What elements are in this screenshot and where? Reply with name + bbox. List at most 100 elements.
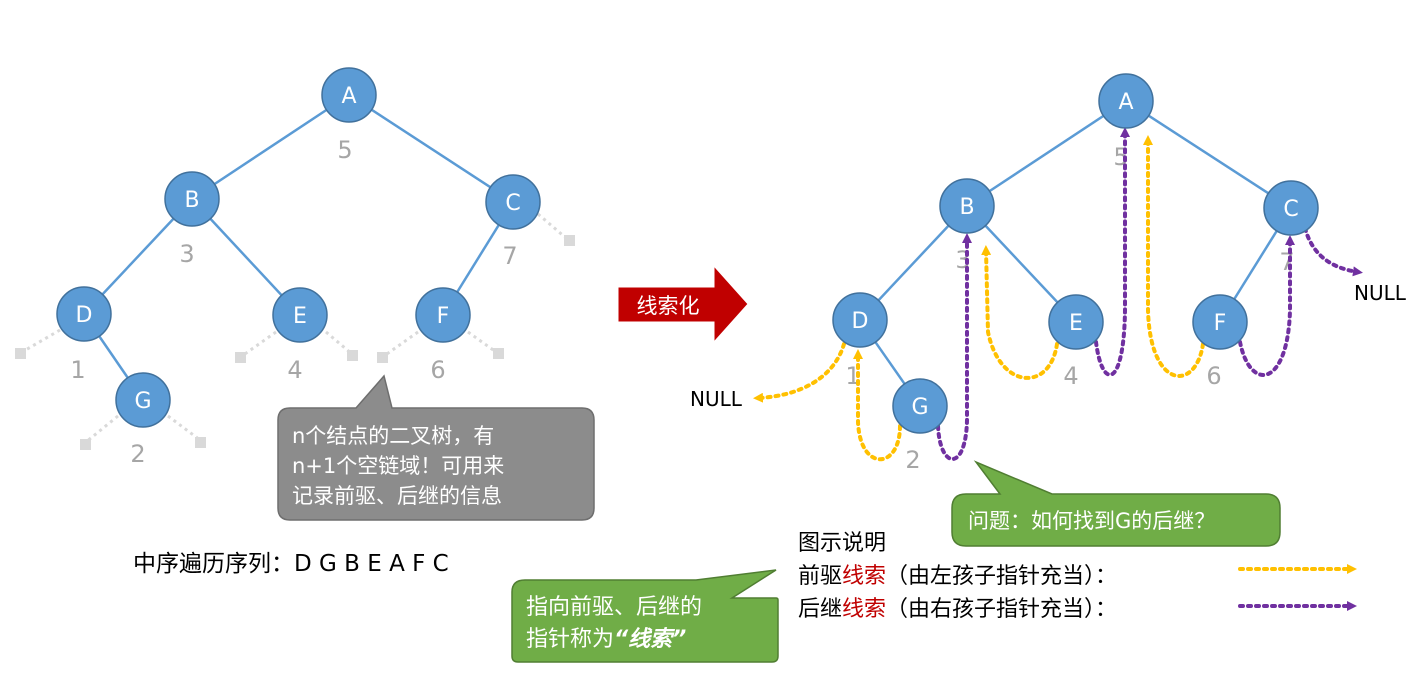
- legend-pred-prefix: 前驱: [798, 564, 842, 589]
- node-label: G: [911, 395, 928, 420]
- thread-c-to-null: [1303, 226, 1363, 277]
- callout-line: n+1个空链域！可用来: [292, 454, 504, 478]
- legend-pred-word: 线索: [842, 564, 886, 589]
- callout-line-2: 指针称为“线索”: [526, 627, 686, 652]
- successor-threads: [936, 127, 1363, 461]
- node-label: D: [76, 303, 93, 328]
- inorder-number: 6: [1206, 362, 1221, 390]
- node-d: D: [832, 292, 888, 348]
- question-callout: 问题：如何找到G的后继？: [951, 460, 1281, 547]
- inorder-number: 2: [905, 446, 920, 474]
- inorder-number: 3: [179, 240, 194, 268]
- null-square: [15, 348, 26, 359]
- node-label: E: [1069, 311, 1083, 336]
- inorder-label: 中序遍历序列：: [133, 551, 294, 577]
- node-e: E: [272, 287, 328, 343]
- edge-a-c: [348, 93, 514, 204]
- threading-arrow: 线索化: [617, 264, 749, 344]
- null-stub: [537, 212, 567, 240]
- edge-a-b: [191, 93, 350, 201]
- callout-line: 指向前驱、后继的: [526, 595, 702, 620]
- node-g: G: [115, 372, 171, 428]
- node-label: D: [852, 309, 869, 334]
- inorder-number: 6: [430, 356, 445, 384]
- inorder-number: 7: [1279, 248, 1294, 276]
- thread-f-to-a: [1143, 135, 1205, 378]
- left-tree: A B C D E F G: [15, 67, 575, 468]
- null-label-left: NULL: [690, 387, 743, 411]
- thread-d-to-null: [753, 342, 846, 403]
- inorder-number: 4: [1063, 362, 1078, 390]
- node-d: D: [56, 286, 112, 342]
- thread-e-to-a: [1094, 127, 1130, 377]
- thread-f-to-c: [1238, 235, 1295, 377]
- inorder-sequence: 中序遍历序列：D G B E A F C: [133, 551, 449, 577]
- left-null-squares: [15, 235, 575, 450]
- edge-a-c: [1125, 99, 1292, 210]
- node-label: C: [505, 191, 520, 216]
- node-label: C: [1283, 197, 1298, 222]
- node-f: F: [415, 287, 471, 343]
- left-tree-edges: [82, 93, 515, 401]
- inorder-values: D G B E A F C: [294, 551, 449, 577]
- predecessor-threads: [753, 135, 1205, 462]
- callout-emphasis: “线索”: [614, 627, 686, 652]
- inorder-number: 1: [70, 356, 85, 384]
- legend-title: 图示说明: [798, 531, 886, 556]
- null-square: [235, 352, 246, 363]
- null-square: [564, 235, 575, 246]
- legend-pred-text: 前驱线索（由左孩子指针充当）：: [798, 564, 1117, 589]
- null-square: [377, 352, 388, 363]
- node-g: G: [892, 378, 948, 434]
- null-stub: [383, 330, 419, 358]
- legend-succ-prefix: 后继: [798, 597, 842, 622]
- node-label: A: [1118, 90, 1133, 115]
- thread-g-to-b: [936, 233, 972, 461]
- node-label: F: [1214, 311, 1227, 336]
- node-label: G: [134, 389, 151, 414]
- edge-a-b: [966, 99, 1127, 208]
- null-square: [347, 350, 358, 361]
- callout-prefix: 指针称为: [526, 627, 614, 652]
- node-c: C: [1263, 180, 1319, 236]
- node-b: B: [164, 171, 220, 227]
- legend-succ-suffix: （由右孩子指针充当）：: [886, 597, 1117, 622]
- right-tree-edges: [858, 99, 1293, 407]
- thread-e-to-b: [981, 245, 1059, 380]
- right-tree-nodes: A B C D E F G: [832, 73, 1319, 434]
- null-links-callout: n个结点的二叉树，有 n+1个空链域！可用来 记录前驱、后继的信息: [277, 374, 595, 521]
- legend-succ-word: 线索: [842, 597, 886, 622]
- inorder-number: 2: [130, 440, 145, 468]
- node-a: A: [1098, 73, 1154, 129]
- legend: 图示说明 前驱线索（由左孩子指针充当）： 后继线索（由右孩子指针充当）：: [798, 531, 1357, 622]
- null-stub: [21, 328, 61, 354]
- node-b: B: [939, 178, 995, 234]
- null-stub: [467, 330, 497, 354]
- inorder-number: 5: [337, 136, 352, 164]
- left-inorder-numbers: 5 3 7 1 4 6 2: [70, 136, 517, 468]
- node-label: A: [341, 84, 356, 109]
- callout-line: 记录前驱、后继的信息: [292, 484, 502, 508]
- left-tree-nodes: A B C D E F G: [56, 67, 541, 428]
- inorder-number: 4: [287, 356, 302, 384]
- question-text: 问题：如何找到G的后继？: [968, 509, 1215, 533]
- null-stub: [167, 414, 201, 442]
- legend-succ-text: 后继线索（由右孩子指针充当）：: [798, 597, 1117, 622]
- null-stub: [85, 414, 119, 444]
- threading-arrow-label: 线索化: [637, 294, 700, 318]
- null-square: [195, 437, 206, 448]
- thread-definition-callout: 指向前驱、后继的 指针称为“线索”: [511, 569, 779, 663]
- node-c: C: [485, 174, 541, 230]
- null-square: [493, 348, 504, 359]
- node-label: B: [959, 195, 974, 220]
- callout-line: n个结点的二叉树，有: [292, 424, 494, 448]
- thread-g-to-d: [853, 349, 902, 462]
- node-a: A: [321, 67, 377, 123]
- inorder-number: 7: [502, 242, 517, 270]
- right-tree: 5 3 7 1 4 6 2 A: [690, 73, 1407, 474]
- node-label: F: [437, 304, 450, 329]
- node-e: E: [1048, 294, 1104, 350]
- null-square: [80, 439, 91, 450]
- legend-pred-suffix: （由左孩子指针充当）：: [886, 564, 1117, 589]
